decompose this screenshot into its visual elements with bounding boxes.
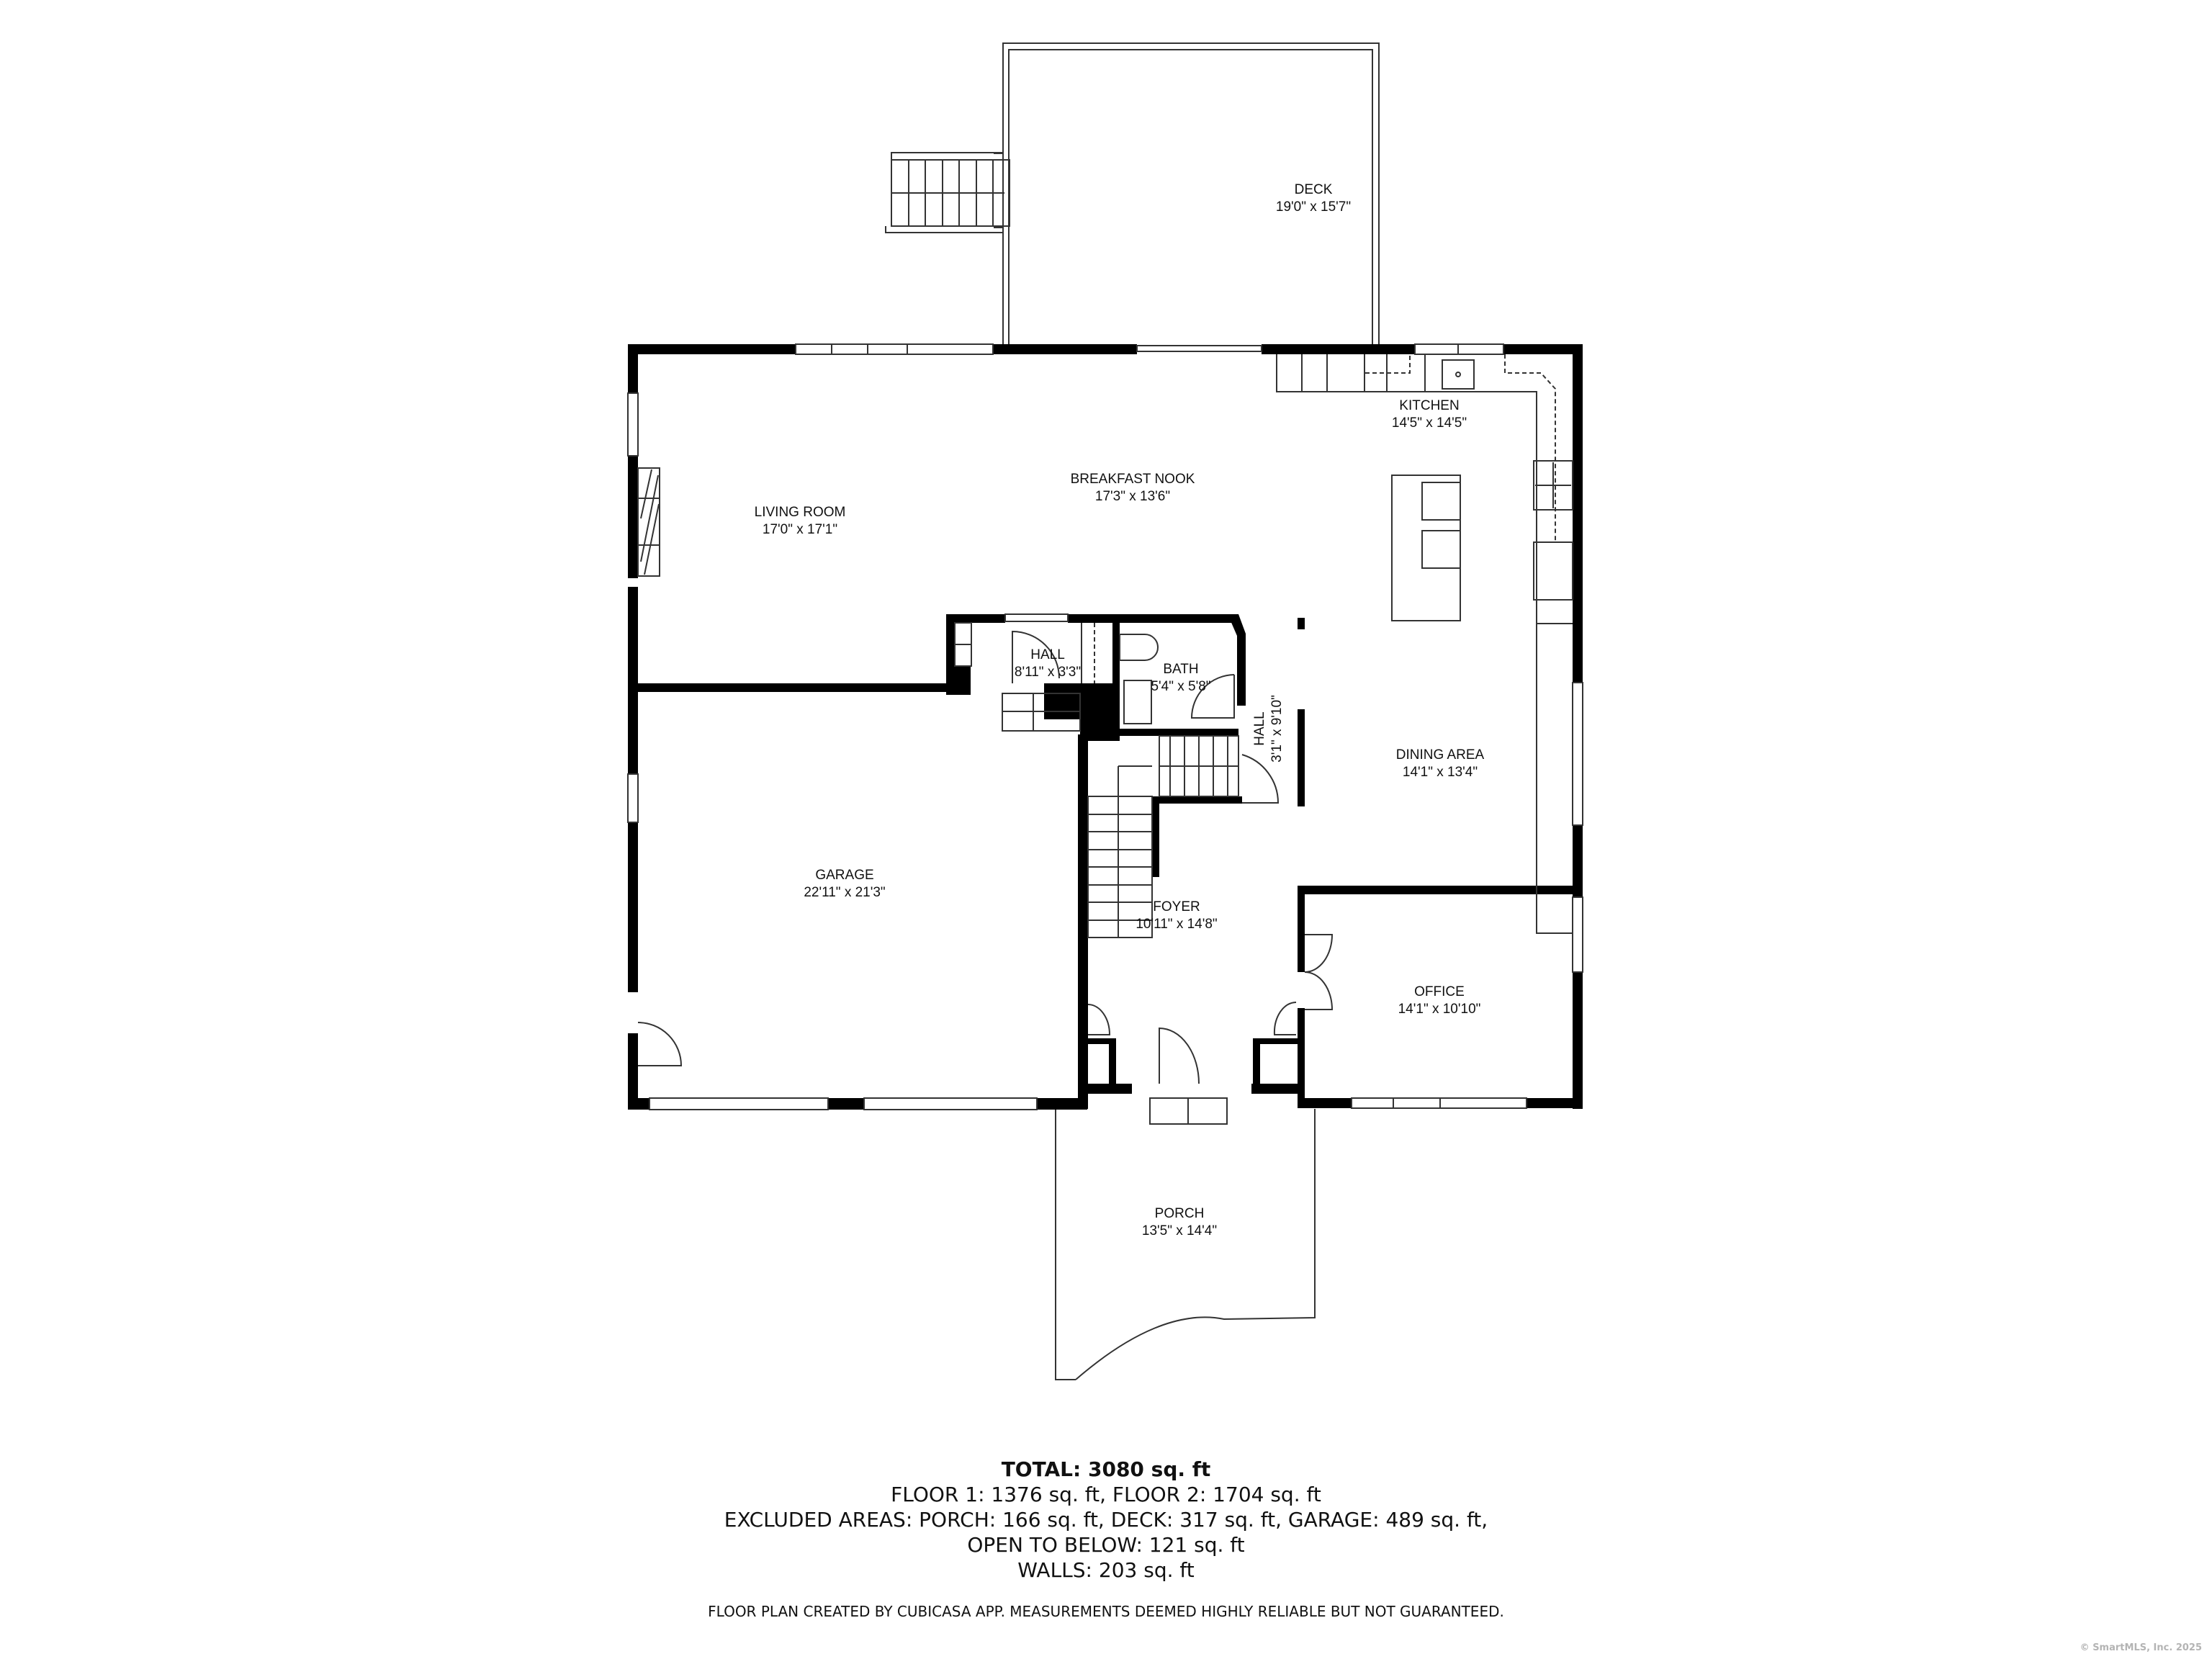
room-garage: GARAGE 22'11" x 21'3" bbox=[804, 867, 885, 902]
room-dims: 19'0" x 15'7" bbox=[1275, 199, 1352, 215]
room-kitchen: KITCHEN 14'5" x 14'5" bbox=[1392, 397, 1467, 432]
refrigerator-icon bbox=[1533, 541, 1573, 601]
room-name: HALL bbox=[1030, 647, 1065, 662]
room-name: FOYER bbox=[1153, 899, 1200, 914]
room-porch: PORCH 13'5" x 14'4" bbox=[1142, 1205, 1217, 1240]
walls bbox=[628, 344, 1583, 1110]
disclaimer: FLOOR PLAN CREATED BY CUBICASA APP. MEAS… bbox=[708, 1603, 1504, 1620]
toilet-icon bbox=[1119, 634, 1159, 661]
walls-area: WALLS: 203 sq. ft bbox=[1017, 1558, 1195, 1582]
windows bbox=[627, 343, 1583, 1110]
room-dims: 10'11" x 14'8" bbox=[1136, 917, 1218, 932]
room-name: BREAKFAST NOOK bbox=[1070, 472, 1195, 487]
deck-stairs bbox=[885, 152, 1010, 233]
watermark: © SmartMLS, Inc. 2025 bbox=[2080, 1642, 2202, 1653]
room-name: LIVING ROOM bbox=[754, 505, 846, 520]
room-name: HALL bbox=[1252, 711, 1267, 746]
room-dims: 17'3" x 13'6" bbox=[1094, 489, 1171, 504]
room-name: OFFICE bbox=[1414, 984, 1465, 999]
room-dims: 14'1" x 13'4" bbox=[1402, 765, 1478, 780]
room-name: GARAGE bbox=[815, 868, 874, 883]
room-dims: 14'5" x 14'5" bbox=[1391, 415, 1467, 431]
bath-sink-icon bbox=[1123, 680, 1152, 724]
fireplace-icon bbox=[637, 467, 660, 577]
room-breakfast-nook: BREAKFAST NOOK 17'3" x 13'6" bbox=[1071, 471, 1195, 505]
room-dims: 8'11" x 3'3" bbox=[1014, 665, 1082, 680]
sliding-door bbox=[1136, 345, 1262, 352]
room-office: OFFICE 14'1" x 10'10" bbox=[1398, 984, 1481, 1018]
room-bath: BATH 5'4" x 5'8" bbox=[1151, 661, 1210, 696]
sink-icon bbox=[1442, 359, 1475, 390]
room-deck: DECK 19'0" x 15'7" bbox=[1276, 181, 1351, 216]
room-dims: 17'0" x 17'1" bbox=[762, 522, 838, 537]
fixtures bbox=[637, 354, 1573, 1084]
kitchen-island bbox=[1391, 475, 1461, 621]
stove-icon bbox=[1533, 460, 1573, 511]
porch-outline bbox=[1055, 1097, 1316, 1380]
room-name: KITCHEN bbox=[1399, 398, 1460, 413]
floor-areas: FLOOR 1: 1376 sq. ft, FLOOR 2: 1704 sq. … bbox=[891, 1483, 1321, 1506]
room-name: DINING AREA bbox=[1395, 747, 1485, 763]
room-dims: 3'1" x 9'10" bbox=[1269, 695, 1285, 763]
room-living-room: LIVING ROOM 17'0" x 17'1" bbox=[755, 504, 846, 539]
open-to-below: OPEN TO BELOW: 121 sq. ft bbox=[967, 1533, 1245, 1557]
room-dims: 5'4" x 5'8" bbox=[1151, 679, 1211, 694]
room-name: PORCH bbox=[1154, 1206, 1205, 1221]
room-dims: 13'5" x 14'4" bbox=[1141, 1223, 1218, 1238]
room-dims: 14'1" x 10'10" bbox=[1398, 1002, 1481, 1017]
room-hall-upper: HALL 8'11" x 3'3" bbox=[1015, 647, 1081, 681]
room-dims: 22'11" x 21'3" bbox=[804, 885, 886, 900]
room-name: DECK bbox=[1294, 182, 1333, 197]
excluded-areas: EXCLUDED AREAS: PORCH: 166 sq. ft, DECK:… bbox=[724, 1508, 1488, 1532]
room-dining-area: DINING AREA 14'1" x 13'4" bbox=[1396, 747, 1484, 781]
room-hall-side: HALL 3'1" x 9'10" bbox=[1251, 695, 1286, 763]
room-name: BATH bbox=[1163, 662, 1199, 677]
total-area: TOTAL: 3080 sq. ft bbox=[1001, 1457, 1211, 1481]
room-foyer: FOYER 10'11" x 14'8" bbox=[1136, 899, 1217, 933]
